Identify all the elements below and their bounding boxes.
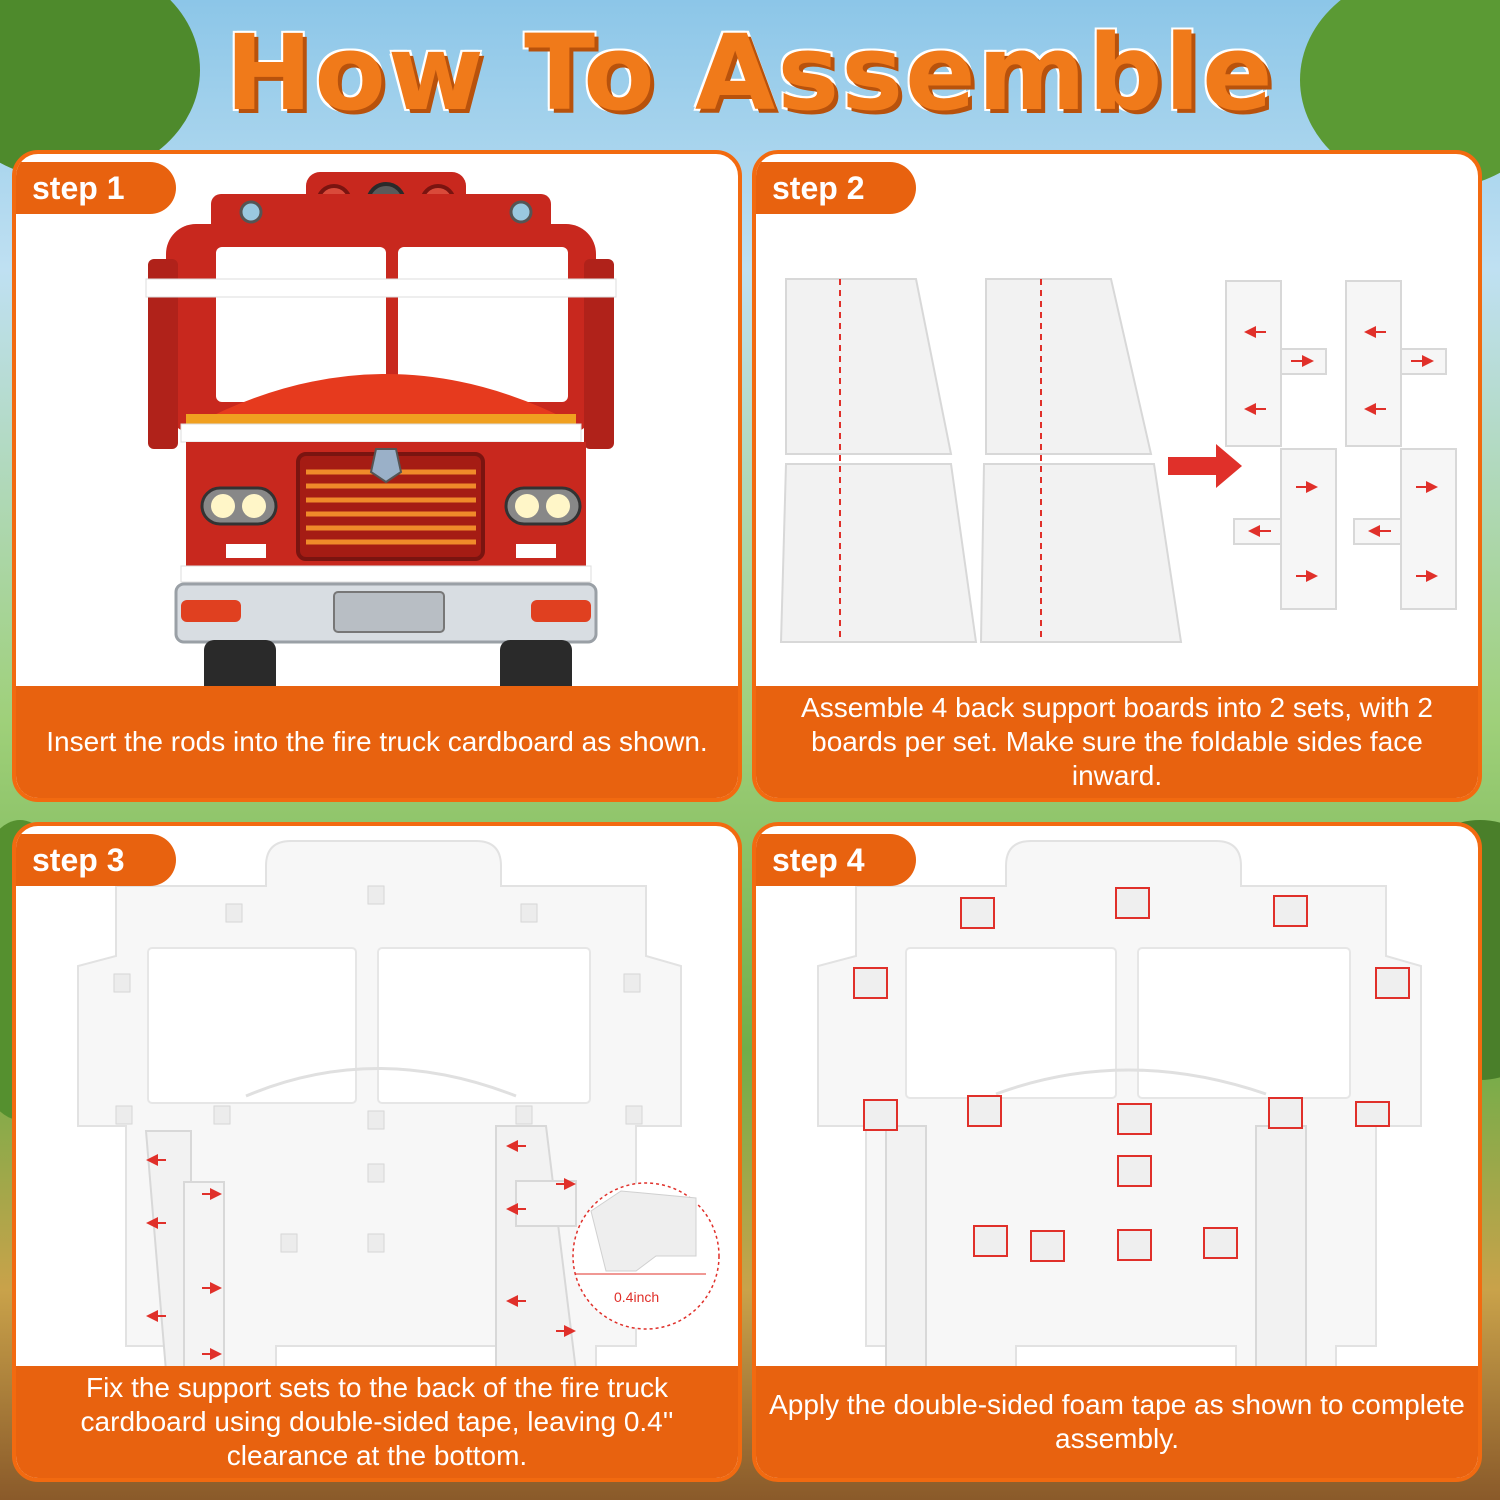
step-2-caption: Assemble 4 back support boards into 2 se… (756, 686, 1478, 798)
page-title: How To Assemble (225, 12, 1275, 134)
support-attachment-illustration (77, 840, 720, 1373)
clearance-callout-label: 0.4inch (614, 1289, 660, 1305)
support-boards-illustration (779, 278, 1457, 643)
step-2-panel: step 2 Assemble 4 back support boards in… (752, 150, 1482, 802)
step-4-badge: step 4 (756, 834, 916, 886)
step-3-panel: 0.4inch step 3 Fix the support sets to t… (12, 822, 742, 1482)
step-3-caption: Fix the support sets to the back of the … (16, 1366, 738, 1478)
step-1-panel: step 1 Insert the rods into the fire tru… (12, 150, 742, 802)
step-3-badge: step 3 (16, 834, 176, 886)
step-1-caption: Insert the rods into the fire truck card… (16, 686, 738, 798)
step-1-badge: step 1 (16, 162, 176, 214)
step-4-caption: Apply the double-sided foam tape as show… (756, 1366, 1478, 1478)
step-2-badge: step 2 (756, 162, 916, 214)
step-4-panel: step 4 Apply the double-sided foam tape … (752, 822, 1482, 1482)
foam-tape-illustration (817, 840, 1422, 1372)
fire-truck-illustration (145, 172, 617, 698)
